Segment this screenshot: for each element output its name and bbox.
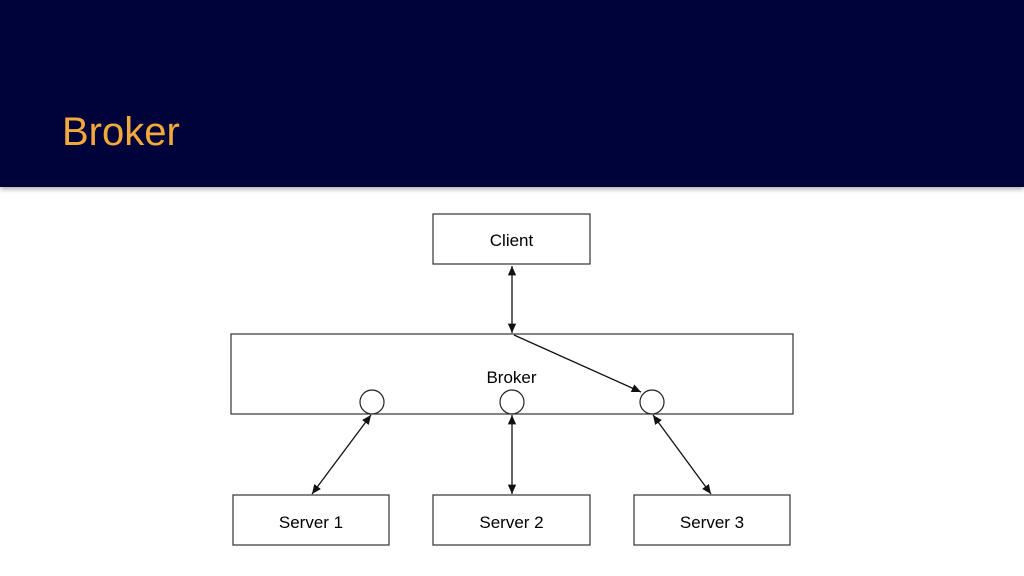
server-1-node: Server 1 (232, 494, 390, 546)
server-1-port-arrow (311, 414, 372, 495)
broker-label: Broker (486, 368, 536, 387)
server-3-label: Server 3 (680, 513, 744, 532)
server-2-node: Server 2 (432, 494, 591, 546)
broker-port-3 (639, 389, 665, 415)
server-3-port-arrow (652, 414, 712, 495)
slide-header: Broker (0, 0, 1024, 187)
server-2-label: Server 2 (479, 513, 543, 532)
client-label: Client (490, 231, 534, 250)
broker-node: Broker (230, 333, 794, 415)
broker-port-2 (499, 389, 525, 415)
client-node: Client (432, 213, 591, 265)
broker-port-1 (359, 389, 385, 415)
broker-port-3-arrow (513, 334, 642, 393)
server-1-label: Server 1 (279, 513, 343, 532)
slide-title: Broker (62, 110, 180, 154)
server-3-node: Server 3 (633, 494, 791, 546)
